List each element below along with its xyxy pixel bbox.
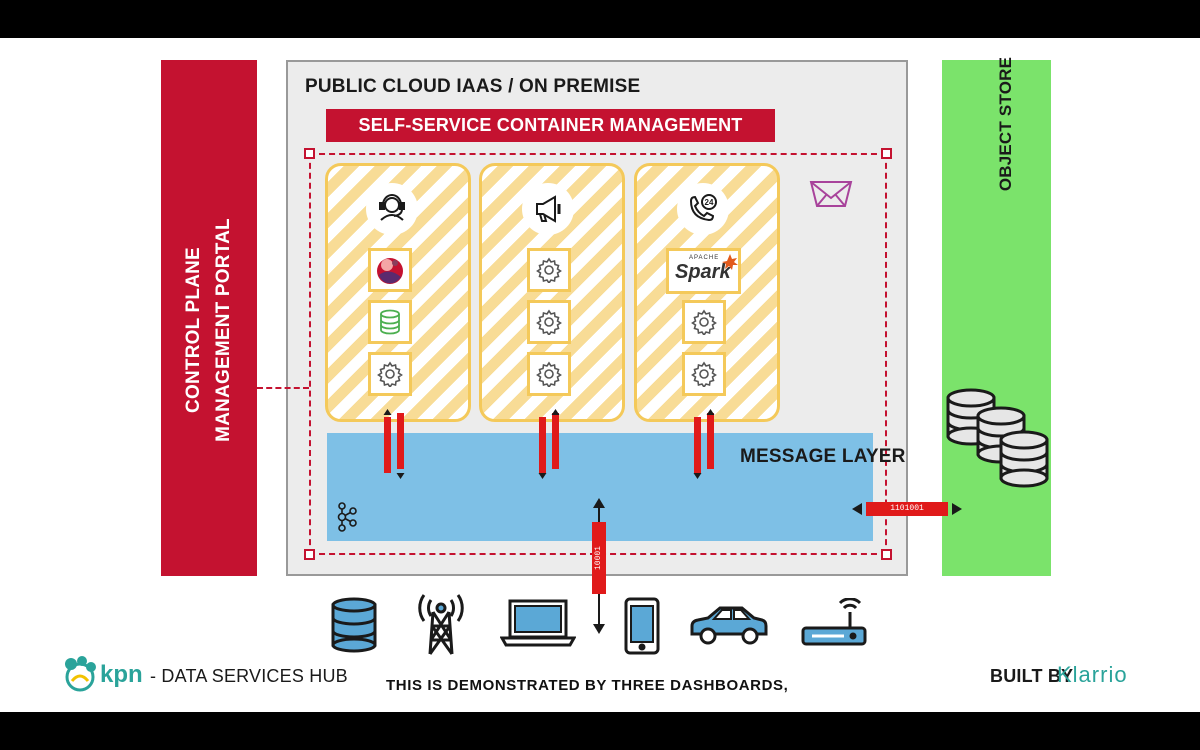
spark-box: APACHE Spark xyxy=(666,248,741,294)
laptop-icon xyxy=(500,599,576,647)
container-management-label: SELF-SERVICE CONTAINER MANAGEMENT xyxy=(358,115,743,135)
spark-apache-label: APACHE xyxy=(689,255,720,261)
spark-logo-text: Spark xyxy=(675,261,731,283)
boundary-corner-tl xyxy=(304,148,315,159)
binary-bar-vertical xyxy=(592,522,606,594)
control-plane-panel: CONTROL PLANE MANAGEMENT PORTAL xyxy=(161,60,257,576)
kpn-crown-icon xyxy=(65,656,96,692)
cloud-title: PUBLIC CLOUD IAAS / ON PREMISE xyxy=(305,76,641,97)
arrow-down-head-icon xyxy=(593,624,605,634)
object-store-panel: OBJECT STORE xyxy=(942,57,1051,576)
top-letterbox xyxy=(0,0,1200,38)
container-management-bar: SELF-SERVICE CONTAINER MANAGEMENT xyxy=(326,109,775,142)
thin-line-bottom xyxy=(598,594,600,624)
object-store-flow-arrow: 1101001 xyxy=(852,500,962,518)
arrow-right-head-icon xyxy=(952,503,962,515)
svg-text:24: 24 xyxy=(705,198,714,207)
radio-tower-icon xyxy=(418,594,464,655)
kafka-icon xyxy=(337,502,357,532)
boundary-corner-tr xyxy=(881,148,892,159)
lane-1-gear-box xyxy=(368,352,412,396)
lane-2-icon-circle xyxy=(522,183,574,235)
lane-2-gear-box-3 xyxy=(527,352,571,396)
caption-text: THIS IS DEMONSTRATED BY THREE DASHBOARDS… xyxy=(386,677,789,694)
control-plane-connector xyxy=(257,387,309,389)
message-layer-label: MESSAGE LAYER xyxy=(740,446,906,467)
lane-2-flow-arrows xyxy=(538,409,560,479)
lane-1-flow-arrows xyxy=(383,409,405,479)
binary-text-horizontal: 1101001 xyxy=(890,504,924,513)
lane-1-icon-circle xyxy=(366,183,418,235)
binary-bar-horizontal: 1101001 xyxy=(866,502,948,516)
lane-3-gear-box-2 xyxy=(682,352,726,396)
object-store-disks-icon xyxy=(946,388,1049,488)
lane-1-app-box xyxy=(368,248,412,292)
lane-3-icon-circle: 24 xyxy=(677,183,729,235)
arrow-left-head-icon xyxy=(852,503,862,515)
object-store-label: OBJECT STORE xyxy=(996,56,1015,192)
arrow-up-head-icon xyxy=(593,498,605,508)
gear-icon xyxy=(536,257,562,283)
car-icon xyxy=(690,606,768,645)
bottom-letterbox xyxy=(0,712,1200,750)
kpn-brand-text: kpn xyxy=(100,661,143,688)
envelope-icon xyxy=(809,181,853,207)
router-icon xyxy=(801,598,867,646)
spark-star-icon xyxy=(722,254,738,270)
control-plane-label: CONTROL PLANE MANAGEMENT PORTAL xyxy=(183,218,234,442)
gear-icon xyxy=(536,309,562,335)
gear-icon xyxy=(536,361,562,387)
database-icon xyxy=(331,597,377,653)
lane-2-gear-box-2 xyxy=(527,300,571,344)
kpn-logo: kpn xyxy=(60,655,160,695)
binary-text-vertical: 10001 xyxy=(594,546,603,571)
gear-icon xyxy=(377,361,403,387)
database-icon xyxy=(380,309,400,335)
thin-line-top xyxy=(598,508,600,522)
boundary-corner-bl xyxy=(304,549,315,560)
app-logo-icon xyxy=(377,258,403,284)
lane-2-gear-box-1 xyxy=(527,248,571,292)
lane-1-database-box xyxy=(368,300,412,344)
device-flow-arrow: 10001 xyxy=(590,498,608,634)
hub-label: - DATA SERVICES HUB xyxy=(150,666,348,686)
built-by-label: BUILT BY xyxy=(990,666,1074,686)
gear-icon xyxy=(691,361,717,387)
gear-icon xyxy=(691,309,717,335)
megaphone-icon xyxy=(536,195,561,223)
lane-3-gear-box-1 xyxy=(682,300,726,344)
boundary-corner-br xyxy=(881,549,892,560)
headset-icon xyxy=(379,194,405,221)
klarrio-logo: Klarrio xyxy=(1057,662,1128,687)
lane-3-flow-arrows xyxy=(693,409,715,479)
smartphone-icon xyxy=(624,597,660,655)
phone-24-icon: 24 xyxy=(689,194,717,222)
